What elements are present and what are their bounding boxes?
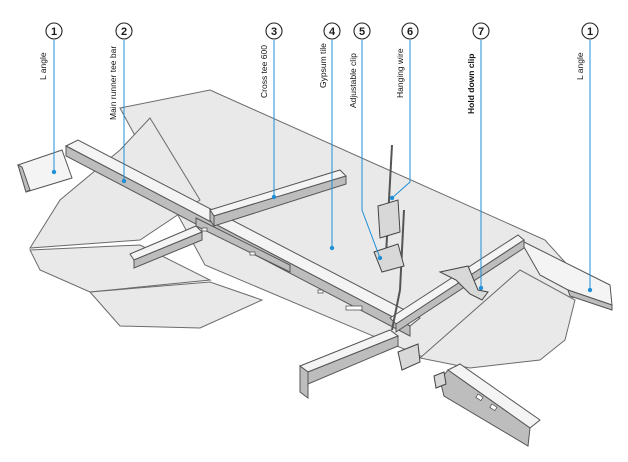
callout-5: 5 Adjustable clip bbox=[348, 22, 383, 261]
callout-label: Gypsum tile bbox=[318, 43, 328, 88]
callout-number: 3 bbox=[271, 26, 277, 38]
callout-number: 4 bbox=[329, 26, 336, 38]
loose-tee-piece bbox=[439, 363, 541, 447]
callout-label: L angle bbox=[38, 52, 48, 80]
main-runner-tee-bar bbox=[64, 139, 421, 337]
cross-tee-upper bbox=[209, 169, 347, 228]
callout-number: 7 bbox=[478, 26, 484, 38]
callout-label: L angle bbox=[575, 52, 585, 80]
hold-down-clip bbox=[438, 265, 489, 301]
callout-3: 3 Cross tee 600 bbox=[259, 22, 283, 200]
ceiling-assembly-illustration bbox=[17, 89, 613, 447]
gypsum-tile-lower-left bbox=[29, 244, 212, 293]
callout-label: Cross tee 600 bbox=[259, 45, 269, 98]
callout-1-right: 1 L angle bbox=[575, 22, 599, 293]
callout-1-left: 1 L angle bbox=[38, 22, 63, 175]
callout-6: 6 Hanging wire bbox=[389, 22, 419, 201]
callout-number: 1 bbox=[51, 26, 57, 38]
callout-label: Adjustable clip bbox=[348, 53, 358, 108]
callout-number: 2 bbox=[121, 26, 127, 38]
callout-label: Hold down clip bbox=[466, 54, 476, 114]
hanging-wires bbox=[385, 144, 405, 331]
callouts: 1 L angle 2 Main runner tee bar 3 Cross … bbox=[38, 22, 599, 293]
gypsum-tile-left bbox=[29, 117, 201, 249]
connector-block bbox=[397, 343, 447, 389]
callout-number: 5 bbox=[359, 26, 365, 38]
callout-label: Hanging wire bbox=[395, 48, 405, 98]
cross-tee-left bbox=[129, 225, 203, 269]
callout-4: 4 Gypsum tile bbox=[318, 22, 341, 251]
cross-tee-front bbox=[298, 329, 400, 399]
callout-label: Main runner tee bar bbox=[108, 46, 118, 120]
gypsum-tile-front bbox=[88, 281, 264, 329]
callout-2: 2 Main runner tee bar bbox=[108, 22, 133, 184]
callout-7: 7 Hold down clip bbox=[466, 22, 490, 291]
callout-number: 6 bbox=[407, 26, 413, 38]
runner-slots bbox=[201, 227, 363, 311]
gypsum-tile-right bbox=[418, 269, 576, 369]
callout-number: 1 bbox=[587, 26, 593, 38]
adjustable-clip bbox=[373, 199, 405, 273]
l-angle-left bbox=[17, 149, 73, 193]
